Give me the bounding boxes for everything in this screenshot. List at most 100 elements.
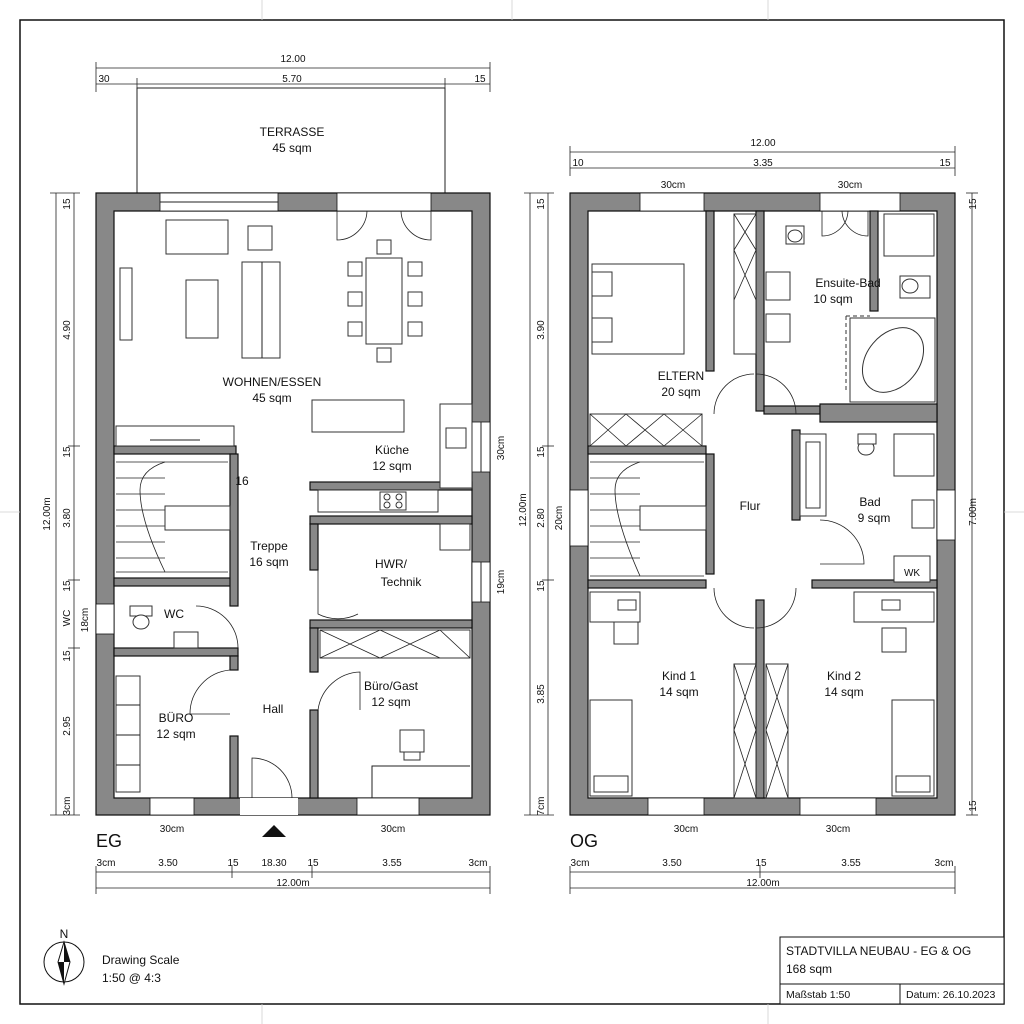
upper-floor-plan <box>569 192 956 816</box>
stairs-area: 16 sqm <box>249 555 288 569</box>
ground-floor-labels: TERRASSE 45 sqm WOHNEN/ESSEN 45 sqm Küch… <box>42 54 507 889</box>
eg-dim-top-total: 12.00 <box>280 54 305 65</box>
eg-dim-bottom-a: 3cm <box>97 858 116 869</box>
og-dim-top-left: 10 <box>572 158 584 169</box>
eg-dim-bottom-b: 3.50 <box>158 858 178 869</box>
office-name: BÜRO <box>159 711 194 725</box>
title-block-area: 168 sqm <box>786 962 832 976</box>
og-dim-left-total: 12.00m <box>518 493 529 526</box>
eg-dim-left-b: 4.90 <box>62 320 73 340</box>
scale-value: 1:50 @ 4:3 <box>102 971 161 985</box>
eg-dim-left-f: WC <box>62 610 73 627</box>
stairs-name: Treppe <box>250 539 288 553</box>
corridor-name: Flur <box>740 499 761 513</box>
og-dim-bottom-b: 3.50 <box>662 858 682 869</box>
title-block-date: Datum: 26.10.2023 <box>906 989 995 1001</box>
og-dim-left-c: 15 <box>536 446 547 458</box>
eg-dim-right-b: 19cm <box>496 570 507 594</box>
terrace-name: TERRASSE <box>260 125 325 139</box>
eg-dim-left-e: 15 <box>62 580 73 592</box>
ground-floor-plan <box>95 87 491 837</box>
eg-dim-bottom-d: 18.30 <box>261 858 286 869</box>
parents-name: ELTERN <box>658 369 704 383</box>
eg-dim-bottom-total: 12.00m <box>276 878 309 889</box>
laundry-tag: WK <box>904 568 920 579</box>
upper-floor-labels: ELTERN 20 sqm Ensuite-Bad 10 sqm Flur Ba… <box>518 138 979 889</box>
stair-steps: 16 <box>235 474 249 488</box>
living-area: 45 sqm <box>252 391 291 405</box>
eg-dim-left-i: 3cm <box>62 797 73 816</box>
eg-floor-label: EG <box>96 831 122 851</box>
child2-name: Kind 2 <box>827 669 861 683</box>
eg-dim-left-a: 15 <box>62 198 73 210</box>
eg-dim-top-left: 30 <box>98 74 110 85</box>
child1-area: 14 sqm <box>659 685 698 699</box>
og-window-top-right: 30cm <box>838 180 862 191</box>
north-arrow-icon <box>43 940 85 986</box>
og-window-bottom-right: 30cm <box>826 824 850 835</box>
og-dim-left-d: 2.80 <box>536 508 547 528</box>
og-dim-bottom-d: 3.55 <box>841 858 861 869</box>
eg-dim-bottom-f: 3.55 <box>382 858 402 869</box>
hall-name: Hall <box>263 702 284 716</box>
og-dim-bottom-e: 3cm <box>935 858 954 869</box>
og-dim-left-a: 15 <box>536 198 547 210</box>
og-dim-bottom-total: 12.00m <box>746 878 779 889</box>
kitchen-area: 12 sqm <box>372 459 411 473</box>
eg-dim-right-a: 30cm <box>496 436 507 460</box>
north-letter: N <box>60 927 69 941</box>
og-dim-left-f: 3.85 <box>536 684 547 704</box>
eg-dim-bottom-e: 15 <box>307 858 319 869</box>
eg-dim-left-total: 12.00m <box>42 497 53 530</box>
wc-name: WC <box>164 607 184 621</box>
kitchen-name: Küche <box>375 443 409 457</box>
guest-area: 12 sqm <box>371 695 410 709</box>
og-dim-top-mid: 3.35 <box>753 158 773 169</box>
child2-area: 14 sqm <box>824 685 863 699</box>
eg-window-bottom-left: 30cm <box>160 824 184 835</box>
entrance-arrow-icon <box>262 825 286 837</box>
eg-dim-bottom-g: 3cm <box>469 858 488 869</box>
ensuite-area: 10 sqm <box>813 292 852 306</box>
child1-name: Kind 1 <box>662 669 696 683</box>
og-dim-left-g: 7cm <box>536 797 547 816</box>
title-block-scale: Maßstab 1:50 <box>786 989 850 1001</box>
eg-window-bottom-right: 30cm <box>381 824 405 835</box>
og-dim-right-a: 15 <box>968 198 979 210</box>
og-dim-right-c: 15 <box>968 800 979 812</box>
og-dim-top-total: 12.00 <box>750 138 775 149</box>
title-block <box>779 936 1005 1005</box>
title-block-title: STADTVILLA NEUBAU - EG & OG <box>786 944 971 958</box>
og-dim-left-e: 15 <box>536 580 547 592</box>
og-dim-bottom-a: 3cm <box>571 858 590 869</box>
eg-dim-window-left: 18cm <box>80 608 91 632</box>
og-dim-right-b: 7.00m <box>968 498 979 526</box>
eg-dim-top-mid: 5.70 <box>282 74 302 85</box>
eg-dim-top-right: 15 <box>474 74 486 85</box>
eg-dim-left-d: 3.80 <box>62 508 73 528</box>
eg-dim-left-g: 15 <box>62 650 73 662</box>
og-floor-label: OG <box>570 831 598 851</box>
eg-dim-bottom-c: 15 <box>227 858 239 869</box>
eg-dim-left-h: 2.95 <box>62 716 73 736</box>
eg-dim-left-c: 15 <box>62 446 73 458</box>
parents-area: 20 sqm <box>661 385 700 399</box>
og-dim-left-b: 3.90 <box>536 320 547 340</box>
utility-name: HWR/ <box>375 557 408 571</box>
bath-area: 9 sqm <box>858 511 891 525</box>
og-window-top-left: 30cm <box>661 180 685 191</box>
og-dim-bottom-c: 15 <box>755 858 767 869</box>
terrace-area: 45 sqm <box>272 141 311 155</box>
ensuite-name: Ensuite-Bad <box>815 276 880 290</box>
bath-name: Bad <box>859 495 880 509</box>
scale-label: Drawing Scale <box>102 953 180 967</box>
office-area: 12 sqm <box>156 727 195 741</box>
og-dim-top-right: 15 <box>939 158 951 169</box>
dimension-lines <box>50 62 978 894</box>
living-name: WOHNEN/ESSEN <box>223 375 322 389</box>
guest-name: Büro/Gast <box>364 679 419 693</box>
og-dim-window-left: 20cm <box>554 506 565 530</box>
utility-name-2: Technik <box>381 575 423 589</box>
og-window-bottom-left: 30cm <box>674 824 698 835</box>
